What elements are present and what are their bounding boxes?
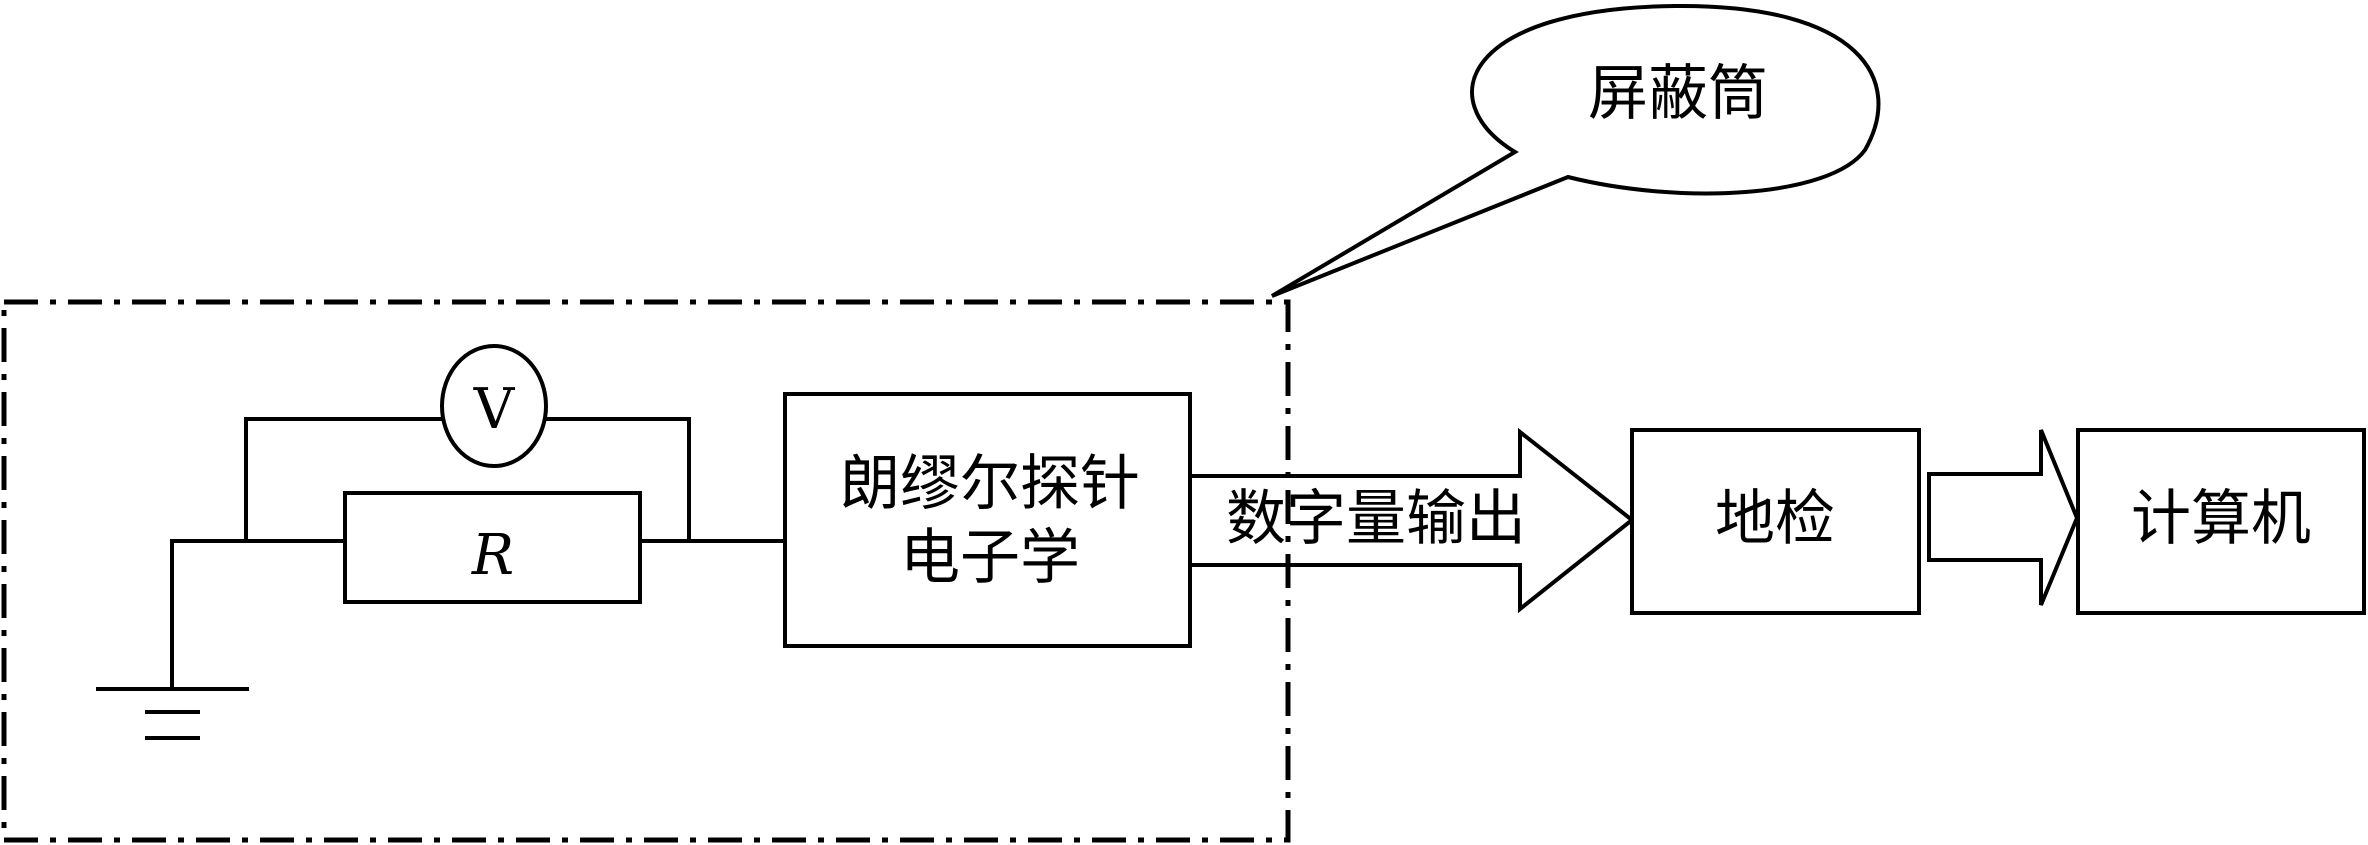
- ground-symbol: [96, 539, 345, 740]
- computer-label: 计算机: [2131, 484, 2311, 554]
- voltmeter-branch: V: [244, 344, 691, 541]
- digital-output-label: 数字量输出: [1226, 484, 1526, 554]
- ground-check-box: 地检: [1630, 428, 1921, 615]
- probe-electronics-box: 朗缪尔探针 电子学: [783, 392, 1192, 648]
- ground-check-label: 地检: [1715, 484, 1835, 554]
- ground-check-to-computer-arrow: [1927, 429, 2080, 606]
- shield-label: 屏蔽筒: [1588, 59, 1768, 129]
- voltmeter: [440, 344, 548, 468]
- computer-box: 计算机: [2076, 428, 2366, 615]
- probe-electronics-label-line1: 朗缪尔探针: [840, 449, 1140, 519]
- voltmeter-label: V: [473, 377, 516, 442]
- resistor-label: R: [471, 523, 514, 588]
- digital-output-arrow: 数字量输出: [1190, 427, 1636, 614]
- shield-enclosure: [1, 299, 1291, 843]
- probe-electronics-label-line2: 电子学: [900, 523, 1080, 593]
- shield-callout: [1270, 3, 1881, 298]
- resistor: R: [343, 491, 642, 604]
